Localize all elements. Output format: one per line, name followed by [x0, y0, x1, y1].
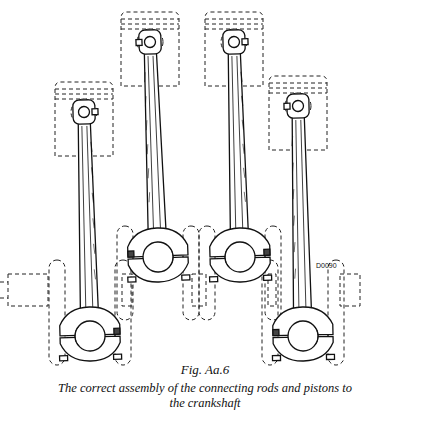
rod-web-line: [301, 120, 306, 309]
cap-bolt: [128, 277, 136, 282]
small-end-bore: [78, 106, 89, 117]
rod-shank: [141, 50, 166, 235]
shading: [94, 269, 95, 279]
ring-groove: [55, 94, 113, 95]
bearing-tab: [128, 251, 134, 257]
bearing-tab: [114, 328, 120, 334]
shading: [148, 168, 149, 178]
shading: [94, 244, 95, 254]
rod-web-line: [87, 126, 93, 309]
shaft-end: [0, 282, 8, 283]
shading: [293, 189, 294, 199]
crank-web: [199, 226, 215, 320]
shading: [244, 168, 245, 178]
shading: [149, 192, 150, 202]
figure-title-box: Fig. Aa.6: [0, 362, 410, 378]
clamp-bolt: [92, 109, 98, 115]
shading: [295, 269, 296, 279]
figure-caption-box: The correct assembly of the connecting r…: [52, 381, 358, 411]
rod-web-line: [295, 120, 300, 309]
small-end-bore: [144, 36, 155, 47]
rod-shank: [289, 114, 311, 313]
crank-web: [49, 260, 65, 365]
shading: [241, 72, 242, 82]
bearing-tab: [273, 330, 279, 336]
ring-groove: [205, 24, 263, 25]
cap-bolt: [272, 355, 280, 360]
cap-bolt: [182, 275, 190, 280]
rod-web-line: [237, 56, 243, 230]
connecting-rod: [203, 29, 272, 283]
cap-bolt: [264, 275, 272, 280]
bore-shading: [314, 326, 319, 346]
shading: [144, 72, 145, 82]
shading: [244, 192, 245, 202]
shading: [91, 167, 92, 177]
cap-bolt: [210, 277, 218, 282]
connecting-rod: [119, 29, 190, 283]
rod-web-line: [153, 56, 161, 230]
shading: [146, 120, 147, 130]
shading: [92, 193, 93, 203]
small-end-bore: [228, 36, 239, 47]
ring-groove: [269, 88, 327, 89]
bore-shading: [75, 326, 80, 346]
bore-shading: [169, 246, 174, 266]
cap-bolt: [326, 354, 334, 359]
rod-web-line: [231, 56, 237, 230]
shading: [242, 96, 243, 106]
bore-shading: [225, 247, 230, 267]
shading: [242, 120, 243, 130]
clamp-bolt: [242, 39, 248, 45]
big-end-bore: [75, 321, 106, 352]
shading: [292, 163, 293, 173]
cap-bolt: [60, 356, 68, 361]
big-end-bore: [142, 241, 173, 272]
drawing-number: D0090: [316, 262, 337, 269]
ring-groove: [121, 24, 179, 25]
crank-web: [262, 260, 278, 365]
shading: [91, 142, 92, 152]
rod-shank: [225, 50, 248, 235]
connecting-rod: [53, 99, 122, 362]
shaft-end: [0, 298, 8, 299]
small-end-bore: [292, 100, 303, 111]
shading: [293, 216, 294, 226]
main-journal: [8, 274, 48, 306]
clamp-bolt: [284, 103, 290, 109]
big-end-bore: [225, 242, 256, 273]
crank-web: [117, 226, 133, 320]
connecting-rod: [267, 93, 335, 361]
bearing-tab: [264, 249, 270, 255]
label-box: D0090: [316, 262, 337, 269]
shading: [93, 218, 94, 228]
ring-groove: [121, 19, 179, 20]
clamp-bolt: [136, 39, 142, 45]
shading: [145, 96, 146, 106]
figure-caption: The correct assembly of the connecting r…: [52, 381, 358, 411]
rod-web-line: [81, 126, 87, 309]
figure-title: Fig. Aa.6: [0, 362, 410, 378]
ring-groove: [55, 89, 113, 90]
crank-web: [328, 260, 344, 365]
ring-groove: [269, 83, 327, 84]
shading: [292, 136, 293, 146]
cap-bolt: [114, 354, 122, 359]
big-end-bore: [288, 321, 319, 352]
shading: [147, 144, 148, 154]
shading: [294, 242, 295, 252]
rod-shank: [75, 120, 98, 313]
rod-web-line: [147, 56, 155, 230]
shading: [243, 144, 244, 154]
ring-groove: [205, 19, 263, 20]
main-journal: [340, 274, 360, 306]
